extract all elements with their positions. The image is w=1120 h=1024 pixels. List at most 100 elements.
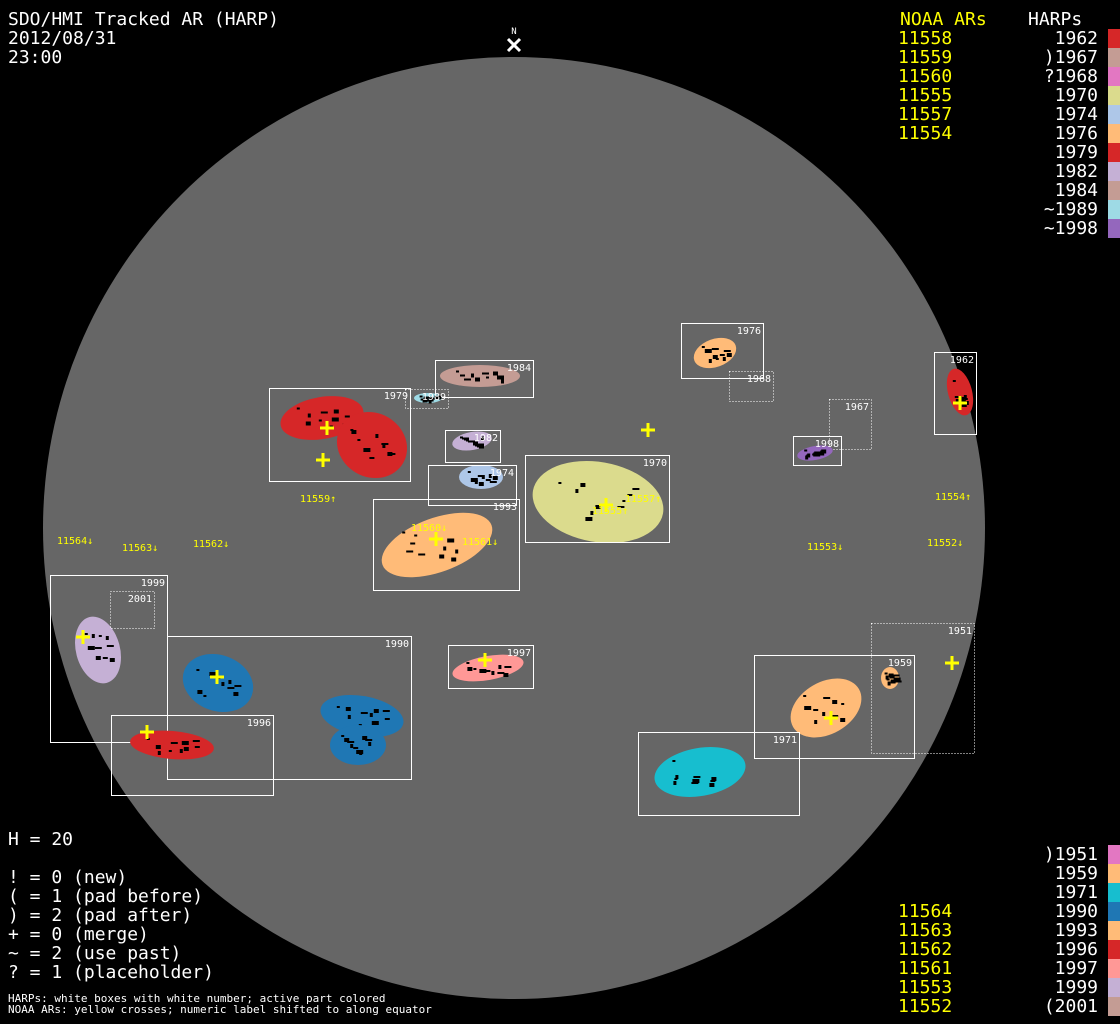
sunspot <box>402 531 406 534</box>
noaa-ar-label: 11554↑ <box>935 492 971 503</box>
status-flag-line: ! = 0 (new) <box>8 867 128 888</box>
noaa-ar-number: 11562 <box>898 939 953 960</box>
sunspot <box>805 455 809 460</box>
harp-label: 1984 <box>507 363 531 374</box>
sunspot <box>693 776 701 778</box>
sunspot <box>388 453 396 455</box>
noaa-ar-label: 11555↑ <box>592 506 628 517</box>
sunspot <box>715 358 719 360</box>
noaa-ar-cross-icon <box>478 653 492 667</box>
sunspot <box>467 667 473 671</box>
harp-number: 1979 <box>1054 142 1098 163</box>
sunspot <box>959 397 965 401</box>
noaa-ar-label: 11561↓ <box>462 537 498 548</box>
sunspot <box>481 436 484 441</box>
harp-label: 1974 <box>490 468 514 479</box>
sunspot <box>701 346 705 348</box>
harp-region-1967: 1967 <box>829 399 872 450</box>
sunspot <box>491 671 495 675</box>
harp-number: 1974 <box>1054 104 1098 125</box>
active-region-patch <box>654 747 746 797</box>
color-swatch <box>1108 124 1120 143</box>
noaa-ar-number: 11561 <box>898 958 953 979</box>
sunspot <box>455 549 459 554</box>
harp-box <box>829 399 872 450</box>
sunspot <box>350 744 354 748</box>
sunspot <box>98 635 102 637</box>
sunspot <box>194 746 200 748</box>
noaa-ar-label: 11564↓ <box>57 536 93 547</box>
sunspot <box>209 672 217 676</box>
sunspot <box>884 672 888 675</box>
sunspot <box>196 669 200 671</box>
sunspot <box>889 676 895 679</box>
sunspot <box>197 690 203 694</box>
sunspot <box>359 753 363 755</box>
harp-label: 1970 <box>643 458 667 469</box>
noaa-ar-cross-icon <box>76 630 90 644</box>
active-region-patch <box>130 730 214 760</box>
color-swatch <box>1108 864 1120 883</box>
harp-box <box>445 430 501 463</box>
sunspot <box>814 451 822 454</box>
sunspot <box>473 668 477 670</box>
harp-number: 1971 <box>1054 882 1098 903</box>
sunspot <box>894 680 902 683</box>
note-harps: HARPs: white boxes with white number; ac… <box>8 992 386 1005</box>
sunspot <box>320 411 328 414</box>
harp-label: 1999 <box>141 578 165 589</box>
sunspot <box>371 721 379 725</box>
harp-box <box>525 455 670 543</box>
sunspot <box>331 417 339 422</box>
harp-box <box>110 591 155 629</box>
sunspot <box>492 476 498 480</box>
solar-disk <box>43 57 985 999</box>
noaa-ar-number: 11560 <box>898 66 953 87</box>
harp-number: )1967 <box>1043 47 1098 68</box>
sunspot <box>369 713 373 717</box>
harp-box <box>934 352 977 435</box>
harp-number: 1996 <box>1054 939 1098 960</box>
status-flag-line: + = 0 (merge) <box>8 924 149 945</box>
sunspot <box>675 775 679 779</box>
harp-number: 1970 <box>1054 85 1098 106</box>
harp-region-1998: 1998 <box>793 436 842 466</box>
sunspot <box>336 706 340 708</box>
harp-box <box>167 636 412 780</box>
sunspot <box>580 483 586 487</box>
sunspot <box>804 449 808 452</box>
noaa-ar-label: 11557↑ <box>625 494 661 505</box>
noaa-ar-cross-icon <box>953 396 967 410</box>
sunspot <box>296 407 300 410</box>
sunspot <box>234 685 242 687</box>
sunspot <box>498 665 502 669</box>
sunspot <box>356 750 364 754</box>
sunspot <box>91 634 95 638</box>
title: SDO/HMI Tracked AR (HARP) <box>8 9 279 30</box>
noaa-ar-cross-icon <box>210 670 224 684</box>
sunspot <box>363 448 371 452</box>
sunspot <box>305 421 311 426</box>
sunspot <box>840 718 846 722</box>
sunspot <box>105 636 109 640</box>
color-swatch <box>1108 940 1120 959</box>
noaa-ar-number: 11552 <box>898 996 953 1017</box>
noaa-ar-number: 11558 <box>898 28 953 49</box>
legend-row: 1982 <box>898 162 1120 181</box>
sunspot <box>467 471 471 473</box>
harp-label: 2001 <box>128 594 152 605</box>
sunspot <box>466 439 469 442</box>
harp-label: 1982 <box>474 433 498 444</box>
harp-label: 1951 <box>948 626 972 637</box>
date: 2012/08/31 <box>8 28 117 49</box>
legend-row: ~1998 <box>898 219 1120 238</box>
color-swatch <box>1108 143 1120 162</box>
legend-row: 11559)1967 <box>898 48 1120 67</box>
sunspot <box>102 657 108 659</box>
harp-number: 1962 <box>1054 28 1098 49</box>
harp-label: 1959 <box>888 658 912 669</box>
harp-number: ?1968 <box>1043 66 1098 87</box>
